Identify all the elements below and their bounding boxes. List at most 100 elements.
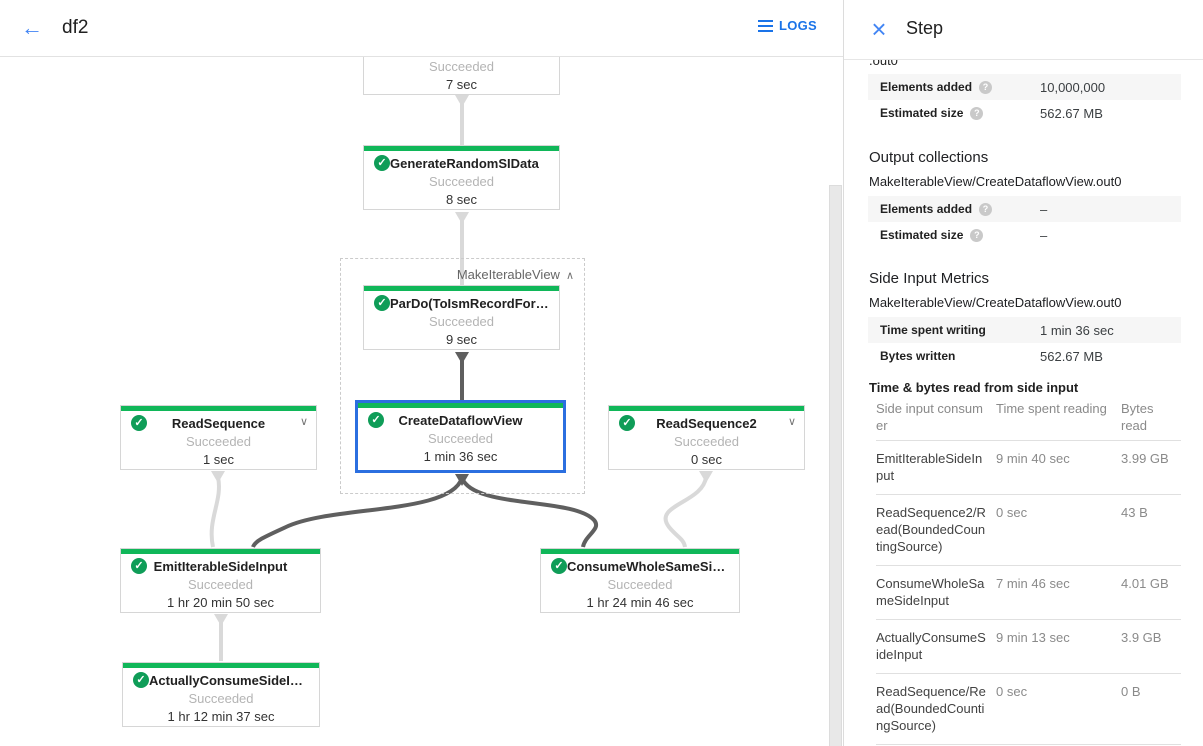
node-status: Succeeded bbox=[188, 691, 254, 706]
table-row: ReadSequence2/Read(BoundedCountingSource… bbox=[876, 495, 1181, 566]
logs-button-label: LOGS bbox=[778, 18, 817, 33]
toolbar: ← df2 LOGS bbox=[0, 0, 843, 57]
check-circle-icon: ✓ bbox=[131, 415, 147, 431]
node-title: GenerateRandomSIData bbox=[390, 156, 539, 171]
time-spent-reading: 9 min 13 sec bbox=[996, 630, 1070, 645]
node-status: Succeeded bbox=[428, 59, 495, 74]
metric-value: 562.67 MB bbox=[1040, 105, 1103, 121]
metric-label: Bytes written bbox=[880, 349, 956, 363]
side-input-consumer: ActuallyConsumeSideInput bbox=[876, 630, 986, 662]
metric-value: – bbox=[1040, 201, 1048, 217]
node-status-bar bbox=[364, 146, 559, 151]
time-spent-reading: 0 sec bbox=[996, 684, 1028, 699]
bytes-read: 43 B bbox=[1121, 505, 1148, 520]
side-input-metrics-heading: Side Input Metrics bbox=[869, 270, 990, 287]
logs-button[interactable]: LOGS bbox=[757, 18, 817, 33]
logs-list-icon bbox=[757, 19, 773, 32]
metric-label: Estimated size bbox=[880, 228, 964, 242]
back-arrow-icon[interactable]: ← bbox=[21, 15, 43, 40]
help-icon[interactable]: ? bbox=[970, 106, 984, 120]
metric-row: Bytes written 562.67 MB bbox=[868, 343, 1181, 369]
metric-row: Estimated size ? – bbox=[868, 222, 1181, 248]
node-status: Succeeded bbox=[607, 577, 673, 592]
node-pardo-toismrecord[interactable]: ✓ ParDo(ToIsmRecordFor… Succeeded 9 sec bbox=[363, 285, 560, 350]
side-input-table: Side input consumer Time spent reading B… bbox=[876, 400, 1181, 745]
node-consumewholesamesideinput[interactable]: ✓ ConsumeWholeSameSi… Succeeded 1 hr 24 … bbox=[540, 548, 740, 613]
column-header: Side input consumer bbox=[876, 401, 983, 433]
node-readsequence[interactable]: ✓ ReadSequence ∨ Succeeded 1 sec bbox=[120, 405, 317, 470]
node-title: CreateDataflowView bbox=[398, 413, 523, 428]
help-icon[interactable]: ? bbox=[979, 80, 993, 94]
help-icon[interactable]: ? bbox=[979, 202, 993, 216]
graph-vertical-scrollbar[interactable] bbox=[829, 185, 842, 746]
side-input-consumer: ConsumeWholeSameSideInput bbox=[876, 576, 985, 608]
bytes-read: 3.9 GB bbox=[1121, 630, 1162, 645]
node-emititerablesideinput[interactable]: ✓ EmitIterableSideInput Succeeded 1 hr 2… bbox=[120, 548, 321, 613]
job-title: df2 bbox=[62, 17, 89, 38]
metric-row: Estimated size ? 562.67 MB bbox=[868, 100, 1181, 126]
panel-title: Step bbox=[906, 18, 944, 38]
node-duration: 1 sec bbox=[202, 452, 235, 467]
node-status: Succeeded bbox=[185, 434, 252, 449]
bytes-read: 4.01 GB bbox=[1121, 576, 1169, 591]
output-collections-heading: Output collections bbox=[869, 149, 989, 166]
node-title: ActuallyConsumeSideI… bbox=[149, 673, 303, 688]
metric-label: Time spent writing bbox=[880, 323, 986, 337]
table-header: Side input consumer Time spent reading B… bbox=[876, 400, 1181, 441]
output-collections-name: MakeIterableView/CreateDataflowView.out0 bbox=[869, 174, 1122, 189]
metric-label: Elements added bbox=[880, 80, 973, 94]
node-status-bar bbox=[609, 406, 804, 411]
panel-header: × Step bbox=[844, 0, 1203, 60]
chevron-down-icon[interactable]: ∨ bbox=[787, 416, 796, 428]
check-circle-icon: ✓ bbox=[133, 672, 149, 688]
side-input-metrics-rows: Time spent writing 1 min 36 sec Bytes wr… bbox=[868, 317, 1181, 369]
side-input-metrics-collection: MakeIterableView/CreateDataflowView.out0 bbox=[869, 295, 1122, 310]
table-row: ConsumeWholeSameSideInput 7 min 46 sec 4… bbox=[876, 566, 1181, 620]
edge-readsequence2-to-consume bbox=[663, 476, 708, 548]
clipped-collection-name: .out0 bbox=[869, 60, 898, 68]
side-input-consumer: ReadSequence/Read(BoundedCountingSource) bbox=[876, 684, 986, 733]
group-makeiterableview: MakeIterableView∧ bbox=[340, 258, 585, 494]
close-icon[interactable]: × bbox=[871, 14, 887, 44]
column-header: Bytes read bbox=[1121, 401, 1154, 433]
node-status-bar bbox=[364, 286, 559, 291]
edge-createview-to-consume bbox=[460, 476, 598, 548]
bytes-read: 3.99 GB bbox=[1121, 451, 1169, 466]
node-createdataflowview-selected[interactable]: ✓ CreateDataflowView Succeeded 1 min 36 … bbox=[355, 400, 566, 473]
metric-value: – bbox=[1040, 227, 1048, 243]
side-input-consumer: EmitIterableSideInput bbox=[876, 451, 983, 483]
node-title: EmitIterableSideInput bbox=[153, 559, 288, 574]
node-readsequence2[interactable]: ✓ ReadSequence2 ∨ Succeeded 0 sec bbox=[608, 405, 805, 470]
node-status-bar bbox=[541, 549, 739, 554]
panel-body[interactable]: .out0 Elements added ? 10,000,000 Estima… bbox=[844, 60, 1203, 746]
table-row: ActuallyConsumeSideInput 9 min 13 sec 3.… bbox=[876, 620, 1181, 674]
job-graph-canvas[interactable]: MakeIterableView∧ ✓ Succeeded 7 sec ✓ Ge… bbox=[0, 57, 843, 746]
time-spent-reading: 0 sec bbox=[996, 505, 1028, 520]
time-spent-reading: 7 min 46 sec bbox=[996, 576, 1070, 591]
help-icon[interactable]: ? bbox=[970, 228, 984, 242]
chevron-down-icon[interactable]: ∨ bbox=[299, 416, 308, 428]
node-title: ConsumeWholeSameSi… bbox=[567, 559, 726, 574]
panel-divider bbox=[843, 0, 844, 746]
node-actuallyconsumesideinput[interactable]: ✓ ActuallyConsumeSideI… Succeeded 1 hr 1… bbox=[122, 662, 320, 727]
group-label: MakeIterableView bbox=[456, 267, 560, 282]
check-circle-icon: ✓ bbox=[619, 415, 635, 431]
metric-row: Elements added ? – bbox=[868, 196, 1181, 222]
node-top-clipped[interactable]: ✓ Succeeded 7 sec bbox=[363, 57, 560, 95]
node-status: Succeeded bbox=[428, 314, 495, 329]
check-circle-icon: ✓ bbox=[368, 412, 384, 428]
node-duration: 1 min 36 sec bbox=[423, 449, 498, 464]
side-input-consumer: ReadSequence2/Read(BoundedCountingSource… bbox=[876, 505, 986, 554]
node-duration: 1 hr 24 min 46 sec bbox=[586, 595, 694, 610]
check-circle-icon: ✓ bbox=[374, 295, 390, 311]
node-generaterandomsidata[interactable]: ✓ GenerateRandomSIData Succeeded 8 sec bbox=[363, 145, 560, 210]
edge-readsequence-to-emit bbox=[209, 476, 221, 548]
node-status-bar bbox=[121, 406, 316, 411]
group-makeiterableview-toggle[interactable]: MakeIterableView∧ bbox=[457, 267, 574, 282]
metric-label: Elements added bbox=[880, 202, 973, 216]
node-duration: 8 sec bbox=[445, 192, 478, 207]
check-circle-icon: ✓ bbox=[131, 558, 147, 574]
node-duration: 9 sec bbox=[445, 332, 478, 347]
metric-value: 1 min 36 sec bbox=[1040, 322, 1114, 338]
